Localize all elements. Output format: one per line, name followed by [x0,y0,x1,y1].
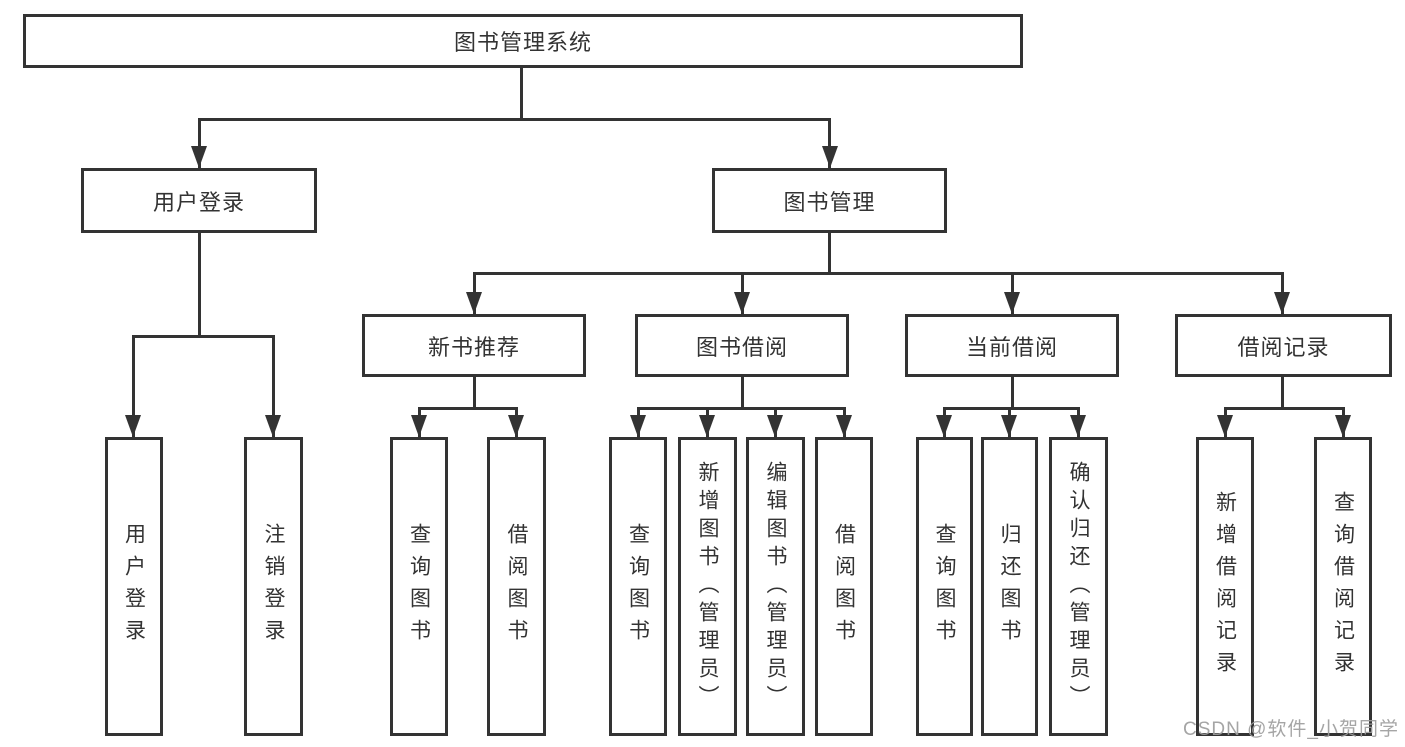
arrow-down-icon [699,415,715,437]
leaf-cb-query-books: 查询图书 [916,437,973,736]
connector-to-user-login [198,118,201,168]
leaf-user-login-label: 用户登录 [122,522,146,651]
node-user-login: 用户登录 [81,168,317,233]
connector-to-book-mgmt [828,118,831,168]
arrow-down-icon [1217,415,1233,437]
connector-current-borrow-crossbar [943,407,1079,410]
connector-new-book-rec-crossbar [418,407,518,410]
leaf-bb-add-books-admin: 新增图书（管理员） [678,437,737,736]
node-book-borrow: 图书借阅 [635,314,849,377]
arrow-down-icon [265,415,281,437]
node-current-borrow-label: 当前借阅 [965,334,1058,360]
leaf-rec-borrow-books: 借阅图书 [487,437,546,736]
leaf-bb-query-books: 查询图书 [609,437,667,736]
leaf-bb-add-books-admin-label: 新增图书（管理员） [696,460,719,713]
leaf-bb-borrow-books-label: 借阅图书 [832,522,856,651]
leaf-br-query-record-label: 查询借阅记录 [1331,490,1355,683]
node-user-login-label: 用户登录 [152,189,245,215]
arrow-down-icon [1004,292,1020,314]
leaf-user-login: 用户登录 [105,437,163,736]
leaf-rec-borrow-books-label: 借阅图书 [505,522,528,651]
arrow-down-icon [466,292,482,314]
connector-to-leaf-logout [272,335,275,437]
arrow-down-icon [125,415,141,437]
connector-book-mgmt-crossbar [473,272,1284,275]
connector-book-borrow-stem [741,377,744,409]
arrow-down-icon [630,415,646,437]
leaf-bb-query-books-label: 查询图书 [626,522,650,651]
leaf-logout-label: 注销登录 [262,522,285,651]
connector-to-leaf-login [132,335,135,437]
leaf-bb-edit-books-admin-label: 编辑图书（管理员） [764,460,787,713]
leaf-cb-query-books-label: 查询图书 [933,522,956,651]
csdn-watermark: CSDN @软件_小贺同学 [1183,719,1399,740]
arrow-down-icon [191,146,207,168]
arrow-down-icon [1070,415,1086,437]
arrow-down-icon [822,146,838,168]
connector-user-login-crossbar [132,335,274,338]
arrow-down-icon [1335,415,1351,437]
arrow-down-icon [836,415,852,437]
connector-new-book-rec-stem [473,377,476,409]
leaf-cb-return-books-label: 归还图书 [998,522,1021,651]
node-root: 图书管理系统 [23,14,1023,68]
leaf-br-add-record: 新增借阅记录 [1196,437,1254,736]
connector-root-stem [520,67,523,120]
arrow-down-icon [1274,292,1290,314]
arrow-down-icon [1001,415,1017,437]
leaf-bb-borrow-books: 借阅图书 [815,437,873,736]
connector-user-login-stem [198,233,201,337]
arrow-down-icon [411,415,427,437]
leaf-bb-edit-books-admin: 编辑图书（管理员） [746,437,805,736]
node-book-mgmt: 图书管理 [712,168,947,233]
connector-book-borrow-crossbar [637,407,845,410]
leaf-cb-confirm-return-admin: 确认归还（管理员） [1049,437,1108,736]
connector-book-mgmt-stem [828,233,831,274]
node-book-borrow-label: 图书借阅 [695,334,788,360]
node-borrow-records-label: 借阅记录 [1237,334,1330,360]
leaf-rec-query-books-label: 查询图书 [407,522,431,651]
leaf-br-add-record-label: 新增借阅记录 [1213,490,1237,683]
node-borrow-records: 借阅记录 [1175,314,1392,377]
arrow-down-icon [734,292,750,314]
leaf-logout: 注销登录 [244,437,303,736]
node-new-book-rec: 新书推荐 [362,314,586,377]
leaf-cb-return-books: 归还图书 [981,437,1038,736]
connector-borrow-records-stem [1281,377,1284,409]
node-book-mgmt-label: 图书管理 [783,189,876,215]
connector-root-crossbar [198,118,831,121]
connector-borrow-records-crossbar [1224,407,1344,410]
arrow-down-icon [508,415,524,437]
connector-current-borrow-stem [1011,377,1014,409]
node-current-borrow: 当前借阅 [905,314,1119,377]
leaf-cb-confirm-return-admin-label: 确认归还（管理员） [1067,460,1090,713]
leaf-br-query-record: 查询借阅记录 [1314,437,1372,736]
leaf-rec-query-books: 查询图书 [390,437,448,736]
node-root-label: 图书管理系统 [453,30,592,55]
arrow-down-icon [936,415,952,437]
arrow-down-icon [767,415,783,437]
node-new-book-rec-label: 新书推荐 [427,334,520,360]
